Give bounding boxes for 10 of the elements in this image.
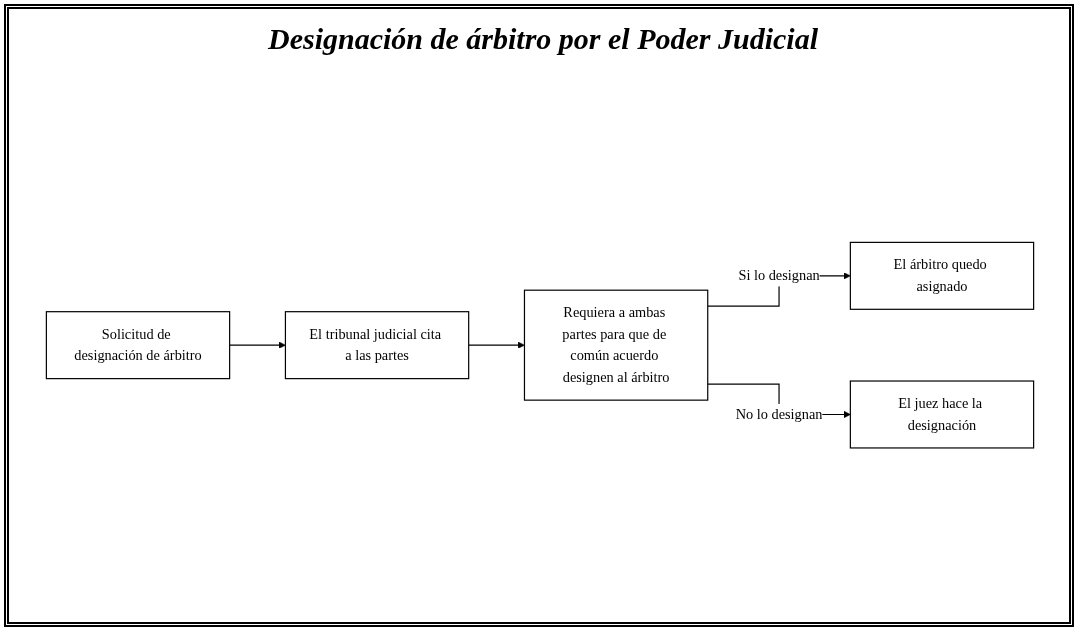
edge-label: Si lo designan	[738, 267, 820, 284]
arrow	[229, 341, 286, 349]
node-box: El árbitro quedo asignado	[849, 241, 1035, 310]
node-box: El juez hace la designación	[849, 380, 1035, 449]
node-box: El tribunal judicial cita a las partes	[284, 310, 470, 380]
node-box: Requiera a ambas partes para que de común acuerdo designen al árbitro	[523, 289, 709, 401]
node-box: Solicitud de designación de árbitro	[45, 310, 231, 380]
arrow	[468, 341, 525, 349]
edge-label: No lo designan	[735, 405, 823, 422]
diagram-title: Designación de árbitro por el Poder Judicial	[268, 22, 818, 56]
